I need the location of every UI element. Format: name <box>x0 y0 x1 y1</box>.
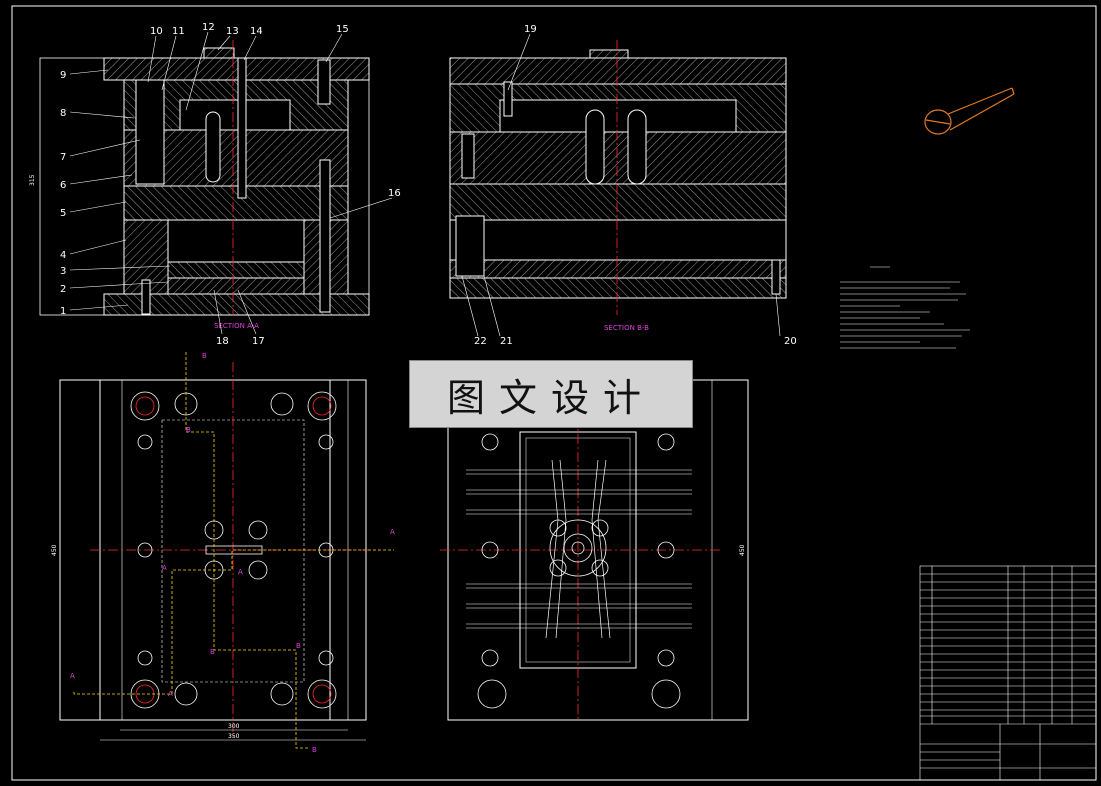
svg-text:20: 20 <box>784 336 797 347</box>
svg-text:A: A <box>390 528 395 536</box>
svg-text:4: 4 <box>60 250 66 261</box>
svg-text:17: 17 <box>252 336 265 347</box>
svg-text:18: 18 <box>216 336 229 347</box>
technical-notes <box>840 266 970 349</box>
dimension-plate-height-right: 450 <box>739 544 746 556</box>
svg-text:12: 12 <box>202 22 215 33</box>
svg-text:21: 21 <box>500 336 513 347</box>
svg-text:16: 16 <box>388 188 401 199</box>
svg-text:B: B <box>210 648 215 656</box>
svg-text:B: B <box>296 642 301 650</box>
svg-text:B: B <box>312 746 317 754</box>
section-b-label: SECTION B-B <box>604 324 649 332</box>
dimension-plate-height-left: 450 <box>51 544 58 556</box>
svg-text:A: A <box>70 672 75 680</box>
dimension-inner-width: 300 <box>228 723 240 730</box>
svg-text:19: 19 <box>524 24 537 35</box>
section-a-label: SECTION A-A <box>214 322 259 330</box>
dimension-height: 315 <box>29 174 36 186</box>
svg-text:A: A <box>238 568 243 576</box>
svg-text:22: 22 <box>474 336 487 347</box>
svg-text:14: 14 <box>250 26 263 37</box>
part-preview <box>924 87 1015 135</box>
section-b-view: SECTION B-B <box>449 40 787 332</box>
svg-text:5: 5 <box>60 208 66 219</box>
section-a-view: SECTION A-A 315 <box>29 40 370 330</box>
svg-text:B: B <box>186 426 191 434</box>
svg-text:7: 7 <box>60 152 66 163</box>
dimension-outer-width: 350 <box>228 733 240 740</box>
svg-text:A: A <box>168 690 173 698</box>
svg-text:B: B <box>202 352 207 360</box>
svg-text:9: 9 <box>60 70 66 81</box>
svg-text:13: 13 <box>226 26 239 37</box>
watermark-banner: 图文设计 <box>409 360 693 428</box>
title-block <box>919 565 1097 781</box>
svg-text:10: 10 <box>150 26 163 37</box>
svg-text:3: 3 <box>60 266 66 277</box>
leader-lines-b <box>461 33 781 337</box>
svg-text:2: 2 <box>60 284 66 295</box>
svg-text:6: 6 <box>60 180 66 191</box>
fixed-half-plan-view: B B B B B A A A A A 300 350 450 <box>51 352 395 754</box>
svg-text:1: 1 <box>60 306 66 317</box>
svg-text:A: A <box>162 564 167 572</box>
watermark-text: 图文设计 <box>446 375 655 420</box>
svg-text:15: 15 <box>336 24 349 35</box>
moving-half-plan-view: 450 <box>440 379 749 721</box>
svg-text:8: 8 <box>60 108 66 119</box>
leader-lines-a <box>69 31 393 335</box>
part-number-labels: 1 2 3 4 5 6 7 8 9 10 11 12 13 14 15 16 1… <box>60 22 797 347</box>
drawing-frame <box>11 5 1097 781</box>
svg-text:11: 11 <box>172 26 185 37</box>
